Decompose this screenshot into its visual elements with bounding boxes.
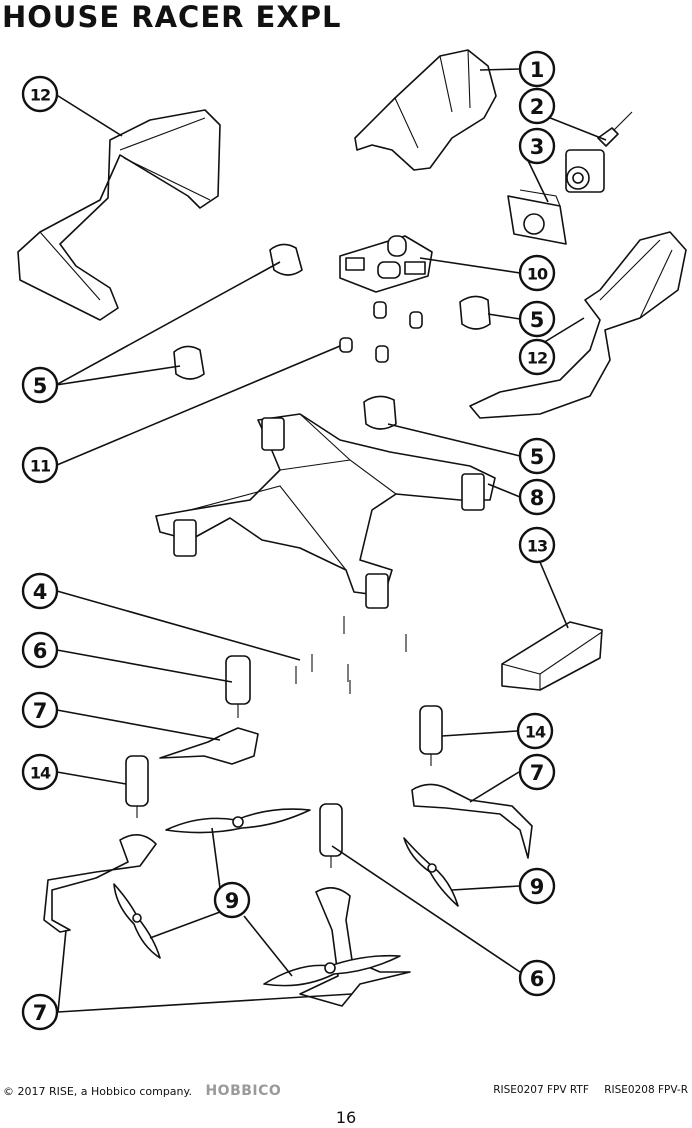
hobbico-logo: HOBBICO	[205, 1083, 281, 1099]
callout-1: 1	[520, 52, 554, 86]
svg-text:9: 9	[530, 875, 545, 899]
callout-6-left: 6	[23, 633, 57, 667]
svg-text:8: 8	[530, 486, 545, 510]
propeller-part	[114, 809, 458, 986]
callout-13: 13	[520, 528, 554, 562]
video-transmitter-part	[508, 190, 566, 244]
callout-5-left: 5	[23, 368, 57, 402]
screws-part	[296, 616, 406, 694]
svg-text:6: 6	[33, 639, 48, 663]
svg-text:1: 1	[530, 58, 545, 82]
svg-text:7: 7	[530, 761, 545, 785]
battery-part	[502, 622, 602, 690]
svg-text:5: 5	[530, 445, 545, 469]
svg-text:14: 14	[30, 764, 51, 783]
callout-14-right: 14	[518, 714, 552, 748]
svg-text:4: 4	[33, 580, 48, 604]
callout-10: 10	[520, 256, 554, 290]
svg-text:6: 6	[530, 967, 545, 991]
callout-2: 2	[520, 89, 554, 123]
svg-text:3: 3	[530, 135, 545, 159]
callout-3: 3	[520, 129, 554, 163]
callout-5-right-lower: 5	[520, 439, 554, 473]
camera-part	[566, 112, 632, 192]
damper-part	[340, 302, 422, 362]
motor-retainer-part	[174, 244, 490, 429]
svg-text:5: 5	[33, 374, 48, 398]
bumper-guard-left-part	[18, 110, 220, 320]
frame-part	[156, 414, 495, 608]
svg-text:7: 7	[33, 1001, 48, 1025]
copyright-text: © 2017 RISE, a Hobbico company.	[3, 1085, 192, 1098]
motor-mount-part	[44, 728, 532, 1006]
callout-12-left: 12	[23, 77, 57, 111]
canopy-part	[355, 50, 496, 170]
bumper-guard-right-part	[470, 232, 686, 418]
callout-12-right: 12	[520, 340, 554, 374]
callout-8: 8	[520, 480, 554, 514]
callout-4: 4	[23, 574, 57, 608]
svg-text:12: 12	[30, 86, 50, 105]
model-code-rtf: RISE0207 FPV RTF	[493, 1084, 589, 1096]
svg-text:7: 7	[33, 699, 48, 723]
callout-6-right: 6	[520, 961, 554, 995]
page-number: 16	[0, 1108, 692, 1127]
footer-model-codes: RISE0207 FPV RTF RISE0208 FPV-R	[493, 1084, 688, 1096]
svg-text:12: 12	[527, 349, 547, 368]
callout-14-left: 14	[23, 755, 57, 789]
svg-text:5: 5	[530, 308, 545, 332]
footer-copyright: © 2017 RISE, a Hobbico company. HOBBICO	[3, 1083, 281, 1099]
svg-text:10: 10	[527, 265, 548, 284]
svg-text:13: 13	[527, 537, 547, 556]
svg-text:2: 2	[530, 95, 545, 119]
callout-11: 11	[23, 448, 57, 482]
callout-9-right: 9	[520, 869, 554, 903]
callout-5-right-upper: 5	[520, 302, 554, 336]
callout-7-left-lower: 7	[23, 995, 57, 1029]
svg-text:9: 9	[225, 889, 240, 913]
exploded-parts-diagram: 1 2 3 10 12 5 12 5 11 5 8 13 4 6 7 14 14…	[0, 0, 692, 1075]
svg-text:11: 11	[30, 457, 51, 476]
callout-7-left-upper: 7	[23, 693, 57, 727]
motor-part	[126, 656, 442, 868]
callout-7-right: 7	[520, 755, 554, 789]
model-code-fpv-r: RISE0208 FPV-R	[604, 1084, 688, 1096]
flight-board-part	[340, 236, 432, 292]
callout-9-center: 9	[215, 883, 249, 917]
svg-text:14: 14	[525, 723, 546, 742]
